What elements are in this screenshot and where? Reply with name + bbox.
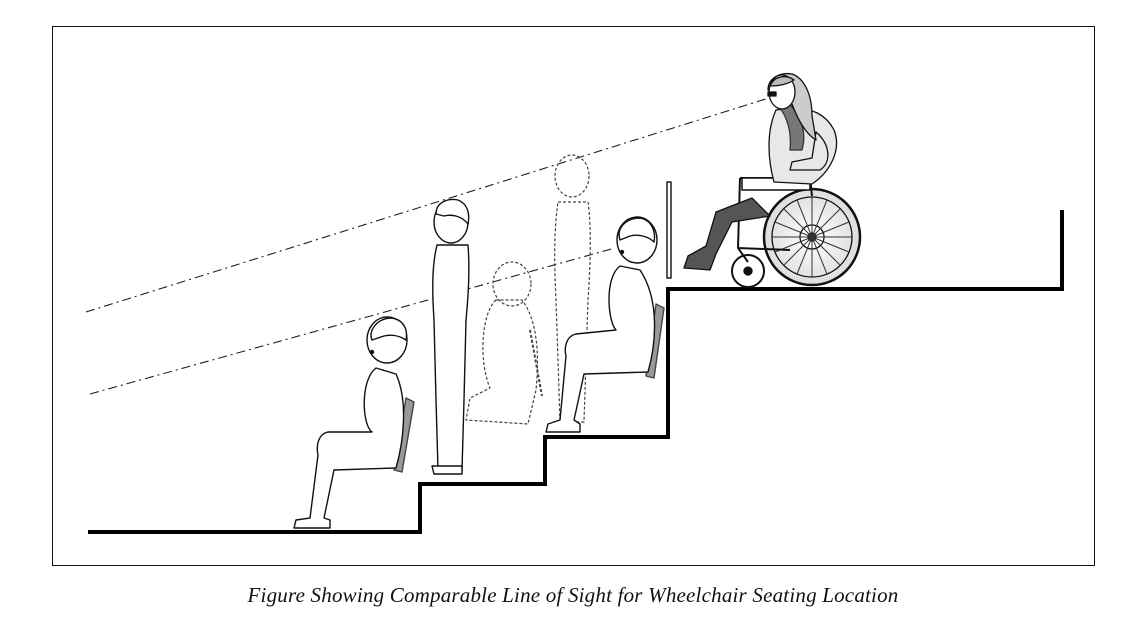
seated-person-icon: [465, 261, 543, 425]
sightline-diagram: [85, 72, 1064, 534]
seated-person-icon: [545, 216, 665, 433]
sight-line-upper: [85, 96, 773, 313]
wheelchair-user-icon: [683, 72, 862, 288]
stepped-floor-profile: [88, 210, 1064, 534]
figure-caption: Figure Showing Comparable Line of Sight …: [247, 583, 899, 607]
seated-person-icon: [293, 316, 415, 529]
standing-person-icon: [431, 198, 470, 475]
railing-icon: [666, 181, 672, 279]
sight-line-lower: [89, 247, 616, 395]
standing-person-icon: [554, 154, 591, 423]
figure-frame: [52, 26, 1095, 566]
